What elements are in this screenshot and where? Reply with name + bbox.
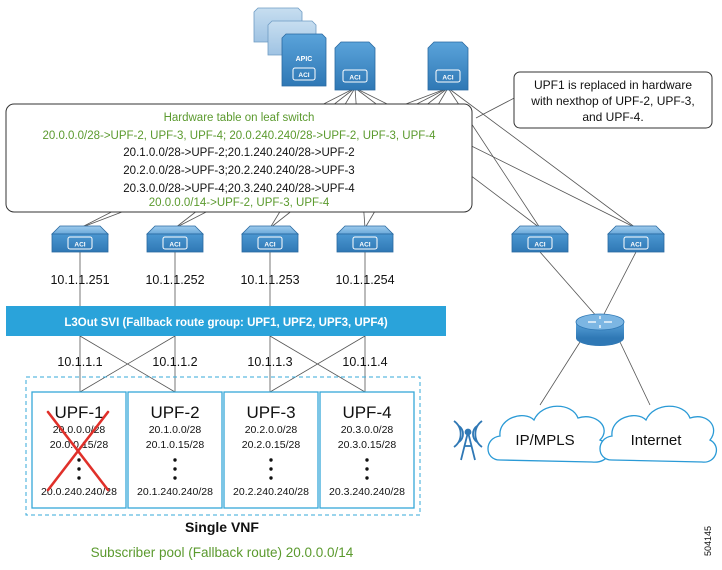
upf-name: UPF-3 — [246, 403, 295, 422]
upf-ip-labels: 10.1.1.1 10.1.1.2 10.1.1.3 10.1.1.4 — [57, 355, 387, 369]
l3out-label: L3Out SVI (Fallback route group: UPF1, U… — [64, 317, 387, 329]
leaf-ip-label: 10.1.1.253 — [240, 273, 299, 287]
figure-id: 504145 — [703, 526, 713, 556]
vnf-label: Single VNF — [185, 519, 259, 535]
hardware-table-row: 20.0.0.0/14->UPF-2, UPF-3, UPF-4 — [149, 197, 330, 209]
upf-ip-label: 10.1.1.2 — [152, 355, 197, 369]
hardware-table-row: 20.3.0.0/28->UPF-4;20.3.240.240/28->UPF-… — [123, 183, 355, 195]
upf-2-box: UPF-2 20.1.0.0/28 20.1.0.15/28 20.1.240.240… — [127, 391, 223, 509]
upf-4-box: UPF-4 20.3.0.0/28 20.3.0.15/28 20.3.240.240… — [319, 391, 415, 509]
callout-text-line: with nexthop of UPF-2, UPF-3, — [530, 94, 694, 108]
upf-route: 20.0.0.15/28 — [50, 439, 109, 451]
replacement-note-callout: UPF1 is replaced in hardware with nexthop… — [513, 71, 713, 129]
upf-route: 20.1.240.240/28 — [137, 486, 213, 498]
leaf-ip-label: 10.1.1.251 — [50, 273, 109, 287]
border-leaf-switch-1: ACI — [511, 225, 569, 253]
hardware-table-title: Hardware table on leaf switch — [164, 112, 315, 124]
internet-label: Internet — [631, 432, 683, 449]
ip-mpls-label: IP/MPLS — [515, 432, 574, 449]
aci-label: ACI — [298, 72, 309, 79]
aci-label: ACI — [169, 242, 180, 249]
spine-switches: ACI ACI — [334, 41, 469, 91]
upf-3-box: UPF-3 20.2.0.0/28 20.2.0.15/28 20.2.240.240… — [223, 391, 319, 509]
l3out-svi-bar: L3Out SVI (Fallback route group: UPF1, U… — [6, 306, 446, 336]
spine-switch-2: ACI — [427, 41, 469, 91]
aci-label: ACI — [349, 75, 360, 82]
leaf-switch-1: ACI — [51, 225, 109, 253]
upf-name: UPF-2 — [150, 403, 199, 422]
aci-label: ACI — [630, 242, 641, 249]
upf-route: 20.2.0.15/28 — [242, 439, 301, 451]
upf-instances: UPF-120.0.0.0/2820.0.0.15/2820.0.240.240… — [31, 391, 415, 509]
apic-icon: APIC ACI — [281, 33, 327, 87]
upf-route: 20.1.0.0/28 — [149, 424, 202, 436]
radio-tower-icon — [453, 420, 483, 461]
failed-x-icon — [46, 410, 110, 492]
callout-text-line: UPF1 is replaced in hardware — [534, 78, 692, 92]
upf-ip-label: 10.1.1.1 — [57, 355, 102, 369]
upf-route: 20.2.240.240/28 — [233, 486, 309, 498]
upf-1-box: UPF-120.0.0.0/2820.0.0.15/2820.0.240.240… — [31, 391, 127, 509]
upf-route: 20.3.0.15/28 — [338, 439, 397, 451]
callout-text-line: and UPF-4. — [582, 110, 643, 124]
upf-name: UPF-1 — [54, 403, 103, 422]
subscriber-pool-label: Subscriber pool (Fallback route) 20.0.0.… — [91, 545, 354, 560]
border-leaf-switch-2: ACI — [607, 225, 665, 253]
hardware-table-row: 20.0.0.0/28->UPF-2, UPF-3, UPF-4; 20.0.2… — [42, 130, 436, 142]
upf-ip-label: 10.1.1.3 — [247, 355, 292, 369]
upf-ip-label: 10.1.1.4 — [342, 355, 387, 369]
aci-label: ACI — [264, 242, 275, 249]
upf-route: 20.1.0.15/28 — [146, 439, 205, 451]
upf-links — [79, 335, 366, 393]
internet-cloud: Internet — [599, 405, 718, 463]
upf-route: 20.2.0.0/28 — [245, 424, 298, 436]
router-icon — [575, 313, 625, 346]
leaf-switch-2: ACI — [146, 225, 204, 253]
aci-label: ACI — [74, 242, 85, 249]
leaf-ip-label: 10.1.1.252 — [145, 273, 204, 287]
leaf-switch-3: ACI — [241, 225, 299, 253]
leaf-uplinks — [79, 252, 366, 306]
ip-mpls-cloud: IP/MPLS — [487, 405, 610, 463]
spine-switch-1: ACI — [334, 41, 376, 91]
leaf-ip-labels: 10.1.1.251 10.1.1.252 10.1.1.253 10.1.1.254 — [50, 273, 394, 287]
leaf-switch-4: ACI — [336, 225, 394, 253]
router-links — [539, 251, 651, 406]
vnf-container — [25, 376, 421, 516]
hardware-table-callout: Hardware table on leaf switch 20.0.0.0/2… — [5, 103, 473, 213]
aci-label: ACI — [442, 75, 453, 82]
upf-route: 20.3.240.240/28 — [329, 486, 405, 498]
upf-route: 20.3.0.0/28 — [341, 424, 394, 436]
upf-route: 20.0.240.240/28 — [41, 486, 117, 498]
leaf-ip-label: 10.1.1.254 — [335, 273, 394, 287]
apic-controller-cluster: APIC ACI — [253, 7, 327, 87]
leaf-switches: ACI ACI ACI ACI ACI ACI — [51, 225, 665, 253]
aci-label: ACI — [534, 242, 545, 249]
hardware-table-row: 20.1.0.0/28->UPF-2;20.1.240.240/28->UPF-… — [123, 147, 354, 159]
apic-label: APIC — [296, 56, 313, 63]
upf-name: UPF-4 — [342, 403, 391, 422]
hardware-table-row: 20.2.0.0/28->UPF-3;20.2.240.240/28->UPF-… — [123, 165, 354, 177]
aci-label: ACI — [359, 242, 370, 249]
